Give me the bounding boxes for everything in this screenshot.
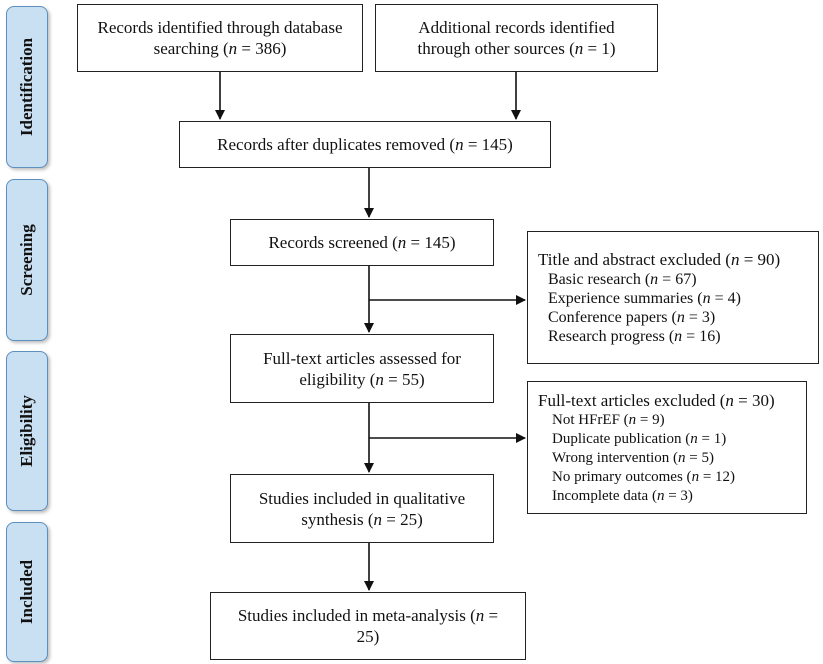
box-other-sources: Additional records identified through ot… bbox=[375, 4, 658, 72]
tiab-excluded-item: Conference papers (n = 3) bbox=[548, 309, 716, 326]
phase-included-label: Included bbox=[17, 559, 36, 625]
phase-screening: Screening bbox=[6, 179, 48, 341]
fulltext-excluded-title: Full-text articles excluded (n = 30) bbox=[538, 390, 775, 410]
box-meta-analysis: Studies included in meta-analysis (n = 2… bbox=[210, 592, 526, 660]
tiab-excluded-item: Basic research (n = 67) bbox=[548, 271, 697, 288]
fulltext-excluded-item: No primary outcomes (n = 12) bbox=[552, 468, 736, 485]
qualitative-line2: synthesis (n = 25) bbox=[301, 509, 423, 529]
box-qualitative-synthesis: Studies included in qualitative synthesi… bbox=[230, 474, 494, 543]
phase-identification-label: Identification bbox=[17, 37, 36, 137]
box-fulltext-excluded: Full-text articles excluded (n = 30) Not… bbox=[527, 381, 807, 514]
box-database-search: Records identified through database sear… bbox=[77, 4, 363, 72]
records-screened-text: Records screened (n = 145) bbox=[268, 233, 456, 252]
database-search-line2: searching (n = 386) bbox=[153, 39, 287, 58]
duplicates-removed-text: Records after duplicates removed (n = 14… bbox=[217, 135, 513, 154]
meta-analysis-line1: Studies included in meta-analysis (n = bbox=[237, 606, 499, 625]
fulltext-excluded-item: Not HFrEF (n = 9) bbox=[552, 411, 665, 428]
phase-included: Included bbox=[6, 522, 48, 662]
fulltext-excluded-item: Duplicate publication (n = 1) bbox=[552, 430, 727, 447]
meta-analysis-line2: 25) bbox=[356, 627, 380, 646]
other-sources-line1: Additional records identified bbox=[418, 18, 615, 37]
phase-eligibility-label: Eligibility bbox=[17, 395, 36, 467]
tiab-excluded-item: Experience summaries (n = 4) bbox=[548, 290, 741, 307]
fulltext-assessed-line1: Full-text articles assessed for bbox=[263, 348, 461, 368]
phase-identification: Identification bbox=[6, 6, 48, 168]
database-search-line1: Records identified through database bbox=[97, 18, 343, 37]
qualitative-line1: Studies included in qualitative bbox=[258, 488, 466, 508]
tiab-excluded-item: Research progress (n = 16) bbox=[548, 328, 721, 345]
box-duplicates-removed: Records after duplicates removed (n = 14… bbox=[179, 121, 551, 168]
fulltext-excluded-item: Incomplete data (n = 3) bbox=[552, 487, 693, 504]
box-title-abstract-excluded: Title and abstract excluded (n = 90) Bas… bbox=[527, 231, 819, 364]
box-fulltext-assessed: Full-text articles assessed for eligibil… bbox=[230, 334, 494, 403]
phase-screening-label: Screening bbox=[17, 224, 36, 296]
tiab-excluded-title: Title and abstract excluded (n = 90) bbox=[538, 250, 781, 269]
other-sources-line2: through other sources (n = 1) bbox=[417, 39, 616, 58]
fulltext-assessed-line2: eligibility (n = 55) bbox=[299, 369, 425, 389]
fulltext-excluded-item: Wrong intervention (n = 5) bbox=[552, 449, 714, 466]
box-records-screened: Records screened (n = 145) bbox=[230, 219, 494, 266]
phase-eligibility: Eligibility bbox=[6, 351, 48, 511]
